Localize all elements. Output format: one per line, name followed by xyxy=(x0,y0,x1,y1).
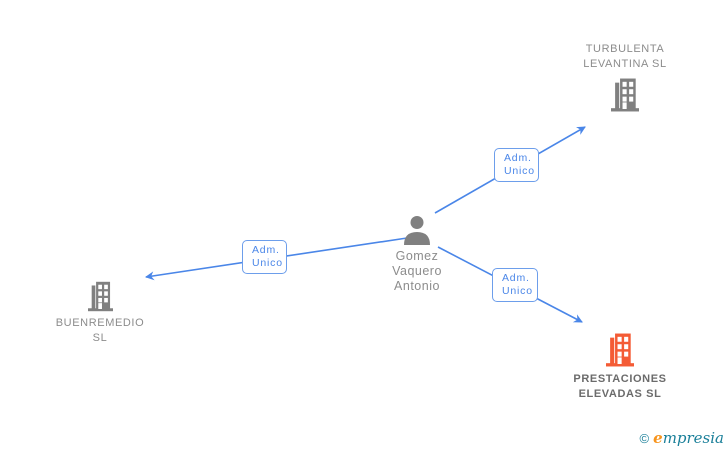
company-label: PRESTACIONES ELEVADAS SL xyxy=(540,372,700,402)
company-name-line2: ELEVADAS SL xyxy=(578,388,662,400)
building-icon xyxy=(87,281,113,312)
company-label: BUENREMEDIO SL xyxy=(30,316,170,346)
person-name: Gomez Vaquero Antonio xyxy=(355,249,479,294)
building-icon xyxy=(606,333,634,367)
edge-label-adm-unico-buenremedio: Adm. Unico xyxy=(242,240,287,274)
copyright-icon: © xyxy=(639,431,650,446)
person-icon xyxy=(404,216,430,245)
person-name-line3: Antonio xyxy=(394,279,440,293)
company-name-line1: PRESTACIONES xyxy=(573,373,667,385)
edge-label-line1: Adm. xyxy=(252,244,280,256)
company-label: TURBULENTA LEVANTINA SL xyxy=(545,42,705,72)
edge-label-adm-unico-turbulenta: Adm. Unico xyxy=(494,148,539,182)
edge-label-line1: Adm. xyxy=(504,152,532,164)
company-node-turbulenta[interactable]: TURBULENTA LEVANTINA SL xyxy=(545,42,705,112)
company-name-line2: SL xyxy=(92,332,108,344)
person-node[interactable]: Gomez Vaquero Antonio xyxy=(355,215,479,294)
brand-name: empresia xyxy=(653,429,724,447)
edge-label-line2: Unico xyxy=(252,257,283,269)
edge-label-line2: Unico xyxy=(502,285,533,297)
company-node-prestaciones[interactable]: PRESTACIONES ELEVADAS SL xyxy=(540,331,700,402)
company-name-line2: LEVANTINA SL xyxy=(583,58,667,70)
edge-label-adm-unico-prestaciones: Adm. Unico xyxy=(492,268,538,302)
brand-rest: mpresia xyxy=(662,429,724,447)
company-node-buenremedio[interactable]: BUENREMEDIO SL xyxy=(30,280,170,346)
edge-label-line2: Unico xyxy=(504,165,535,177)
building-icon xyxy=(611,78,639,112)
edge-label-line1: Adm. xyxy=(502,272,530,284)
brand-initial: e xyxy=(653,429,663,447)
company-name-line1: BUENREMEDIO xyxy=(55,317,145,329)
person-name-line1: Gomez xyxy=(395,249,439,263)
empresia-logo[interactable]: © empresia xyxy=(640,429,724,447)
person-name-line2: Vaquero xyxy=(392,264,442,278)
company-name-line1: TURBULENTA xyxy=(585,43,665,55)
